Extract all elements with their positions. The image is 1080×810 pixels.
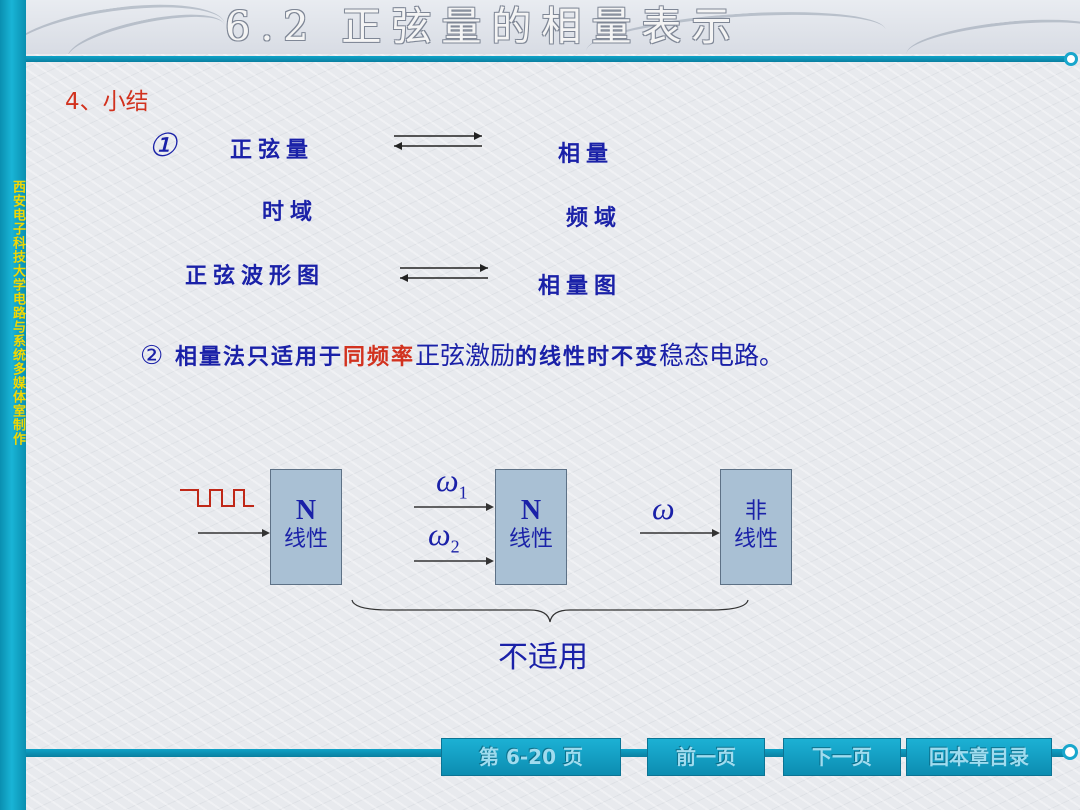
double-arrow-icon [396, 262, 492, 284]
omega2-label: ω2 [428, 516, 460, 557]
box3-label-line2: 线性 [733, 527, 778, 552]
point2-text-part4: 稳态电路。 [659, 341, 785, 370]
point1-marker: ① [148, 127, 177, 163]
box2-label: 线性 [508, 527, 553, 552]
not-applicable-caption: 不适用 [498, 640, 588, 675]
page-indicator: 第 6-20 页 [441, 738, 621, 776]
double-arrow-icon [390, 130, 486, 152]
linear-network-box-2: N 线性 [495, 469, 567, 585]
chapter-contents-button[interactable]: 回本章目录 [906, 738, 1052, 776]
left-term: 正弦量 [230, 137, 315, 163]
right-term: 相量 [558, 141, 615, 167]
next-page-button[interactable]: 下一页 [783, 738, 901, 776]
square-wave-icon [178, 486, 258, 514]
box1-label: 线性 [283, 527, 328, 552]
section-heading: 4、小结 [65, 89, 149, 115]
input-arrow [198, 524, 272, 543]
point2-text-part3: 的线性时不变 [515, 344, 660, 370]
waveform-diagram-label: 正弦波形图 [185, 263, 326, 289]
omega-arrow [640, 524, 722, 543]
omega2-arrow [414, 552, 496, 571]
box3-label-line1: 非 [744, 499, 767, 524]
time-domain-label: 时域 [262, 199, 319, 225]
omega1-arrow [414, 498, 496, 517]
grouping-brace [350, 598, 750, 630]
phasor-diagram-label: 相量图 [538, 273, 623, 299]
omega1-label: ω1 [436, 462, 468, 503]
box1-symbol: N [295, 495, 317, 526]
nonlinear-network-box: 非 线性 [720, 469, 792, 585]
left-sidebar [0, 0, 26, 810]
linear-network-box-1: N 线性 [270, 469, 342, 585]
frequency-domain-label: 频域 [566, 205, 623, 231]
box2-symbol: N [520, 495, 542, 526]
bottom-divider-knob [1062, 744, 1078, 760]
top-divider-knob [1064, 52, 1078, 66]
omega-label: ω [652, 490, 675, 526]
point2-marker: ② [140, 341, 166, 371]
sidebar-credit-text: 西安电子科技大学电路与系统多媒体室制作 [10, 180, 25, 446]
title-band [26, 0, 1080, 54]
point2-highlight: 同频率 [343, 344, 416, 370]
point2-statement: ② 相量法只适用于同频率正弦激励的线性时不变稳态电路。 [140, 336, 784, 372]
point2-text-part2: 正弦激励 [415, 341, 516, 370]
slide-title: 6.2 正弦量的相量表示 [225, 4, 742, 50]
point2-text-part1: 相量法只适用于 [174, 344, 343, 370]
prev-page-button[interactable]: 前一页 [647, 738, 765, 776]
top-divider [26, 56, 1066, 62]
